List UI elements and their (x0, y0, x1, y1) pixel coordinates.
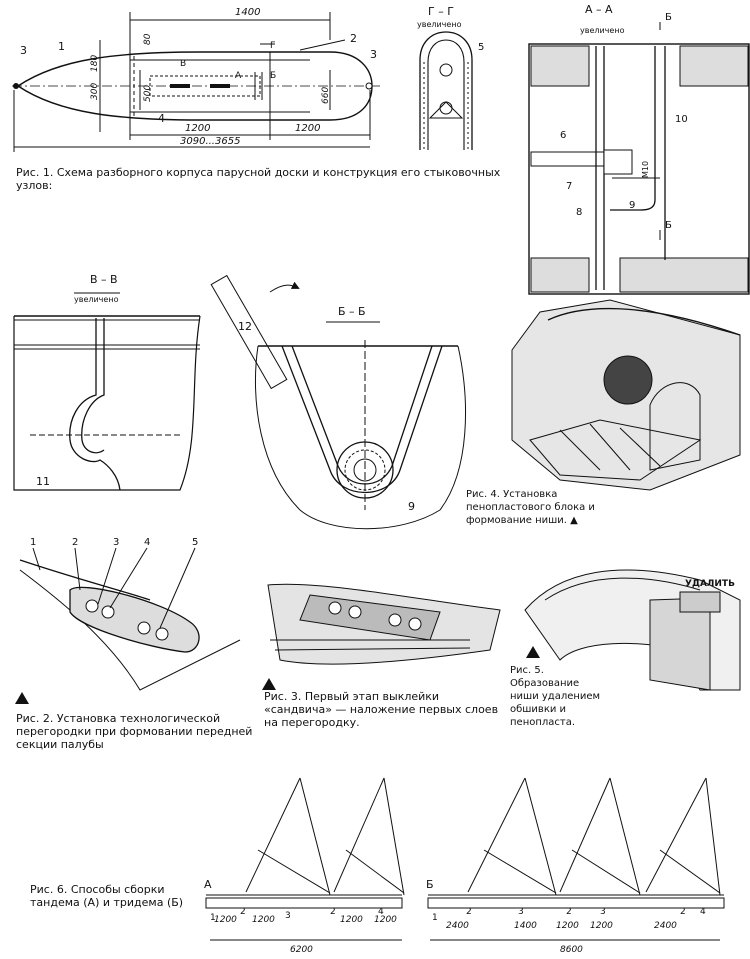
fig6-b-d3: 1200 (556, 921, 579, 931)
section-vv-title: В – В (90, 273, 118, 286)
fig2-label-2: 2 (72, 537, 78, 548)
fig4-caption: Рис. 4. Установка пенопластового блока и… (466, 489, 595, 526)
fig6-a-d3: 1200 (340, 915, 363, 925)
fig4-illustration (511, 299, 741, 491)
fig6-a-letter: А (204, 878, 212, 891)
section-vv-label-11: 11 (36, 475, 50, 488)
fig5-label-remove: УДАЛИТЬ (685, 579, 735, 589)
section-aa-label-6: 6 (560, 130, 566, 141)
dim-500: 500 (143, 85, 153, 102)
fig6-b-d4: 1200 (590, 921, 613, 931)
fig6-a-d4: 1200 (374, 915, 397, 925)
section-aa-sub: увеличено (580, 26, 625, 35)
fig5-illustration: УДАЛИТЬ (524, 569, 741, 691)
section-aa-b2: Б (665, 220, 672, 231)
dim-mid2: 1200 (295, 123, 320, 134)
fig6-tridem: Б 1 2 3 2 3 2 4 2400 1400 1200 1200 2400… (426, 777, 725, 955)
section-aa-m10: М10 (641, 161, 650, 178)
fig6-a-n1: 1 (210, 913, 216, 923)
fig6-a-d1: 1200 (214, 915, 237, 925)
label-1: 1 (58, 40, 65, 53)
fig6-tandem: А 1 2 3 2 4 1200 1200 1200 1200 6200 (204, 777, 405, 955)
section-bb-label-9: 9 (408, 500, 415, 513)
fig5-caption: Рис. 5. Образование ниши удалением обшив… (510, 665, 601, 728)
dim-660: 660 (321, 87, 331, 104)
section-aa-label-10: 10 (675, 114, 688, 125)
dim-180: 180 (90, 55, 100, 72)
fig6-a-n4: 4 (378, 907, 384, 917)
section-aa-label-7: 7 (566, 181, 572, 192)
fig1-board-plan: 1400 1200 1200 3090...3655 300 180 500 6… (12, 7, 380, 152)
fig6-a-n2b: 2 (330, 907, 336, 917)
label-2: 2 (350, 32, 357, 45)
fig6-b-d1: 2400 (446, 921, 469, 931)
fig1-caption: Рис. 1. Схема разборного корпуса парусно… (16, 166, 501, 192)
label-sec-b: Б (270, 71, 276, 81)
fig6-a-d2: 1200 (252, 915, 275, 925)
fig6-b-d2: 1400 (514, 921, 537, 931)
fig2-label-3: 3 (113, 537, 119, 548)
section-aa-title: А – А (585, 3, 613, 16)
label-sec-v: В (180, 59, 186, 69)
dim-top: 1400 (235, 7, 260, 18)
section-bb: Б – Б 12 9 (210, 274, 466, 530)
fig6-a-n3: 3 (285, 911, 291, 921)
fig6-b-n3b: 3 (600, 907, 606, 917)
section-gg: Г – Г увеличено 5 (417, 5, 484, 150)
fig6-caption: Рис. 6. Способы сборки тандема (А) и три… (30, 883, 184, 909)
section-aa-b1: Б (665, 12, 672, 23)
section-vv: В – В увеличено 11 (13, 273, 201, 491)
section-bb-title: Б – Б (338, 305, 366, 318)
label-3b: 3 (370, 48, 377, 61)
dim-300: 300 (90, 83, 100, 100)
section-vv-sub: увеличено (74, 295, 119, 304)
fig6-b-n1: 1 (432, 913, 438, 923)
section-gg-title: Г – Г (428, 5, 454, 18)
section-bb-label-12: 12 (238, 320, 252, 333)
label-4: 4 (158, 112, 165, 125)
dim-80: 80 (143, 33, 153, 45)
section-gg-sub: увеличено (417, 20, 462, 29)
fig6-b-total: 8600 (560, 945, 583, 955)
label-3a: 3 (20, 44, 27, 57)
section-aa: А – А увеличено Б Б 6 7 8 9 10 М10 (528, 3, 750, 295)
fig2-caption: Рис. 2. Установка технологической перего… (16, 712, 253, 751)
fig3-illustration (262, 583, 501, 690)
fig6-b-n2c: 2 (680, 907, 686, 917)
dim-mid1: 1200 (185, 123, 210, 134)
fig6-a-total: 6200 (290, 945, 313, 955)
label-sec-a: А (235, 71, 242, 81)
fig6-b-n2b: 2 (566, 907, 572, 917)
section-aa-label-8: 8 (576, 207, 582, 218)
label-sec-g: Г (270, 41, 276, 51)
fig2-illustration: 1 2 3 4 5 (15, 537, 241, 704)
dim-bottom: 3090...3655 (180, 136, 240, 147)
fig6-b-n3: 3 (518, 907, 524, 917)
section-gg-label-5: 5 (478, 42, 484, 53)
fig6-b-d5: 2400 (654, 921, 677, 931)
section-aa-label-9: 9 (629, 200, 635, 211)
fig2-label-1: 1 (30, 537, 36, 548)
fig2-label-5: 5 (192, 537, 198, 548)
fig3-caption: Рис. 3. Первый этап выклейки «сандвича» … (264, 690, 499, 729)
fig6-b-letter: Б (426, 878, 434, 891)
fig6-b-n2: 2 (466, 907, 472, 917)
fig6-a-n2: 2 (240, 907, 246, 917)
fig6-b-n4: 4 (700, 907, 706, 917)
fig2-label-4: 4 (144, 537, 150, 548)
